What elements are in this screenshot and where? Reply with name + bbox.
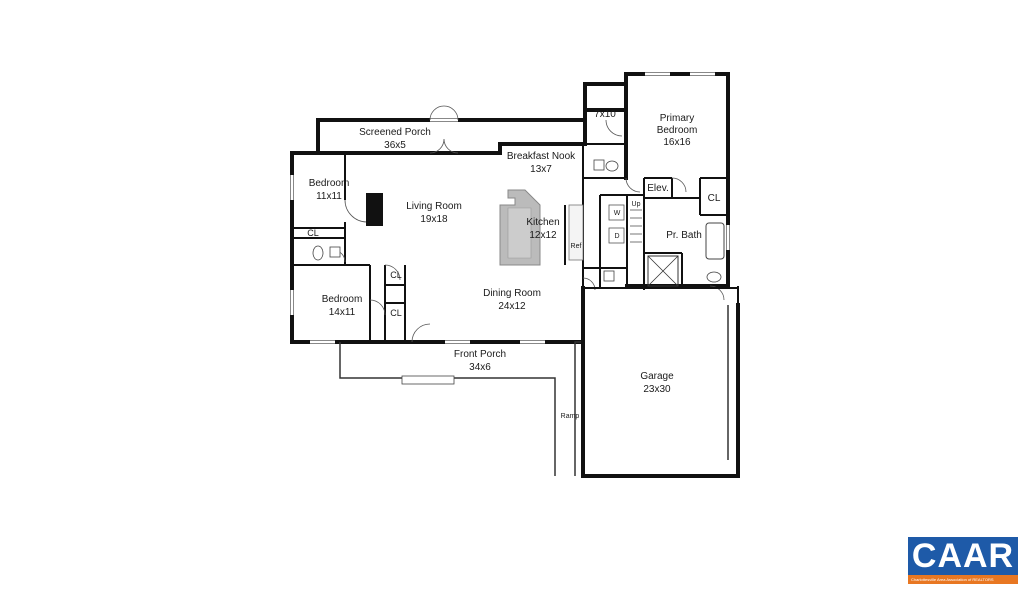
bedroom-1-size: 11x11 bbox=[316, 191, 342, 202]
caar-logo: CAAR Charlottesville Area Association of… bbox=[908, 537, 1018, 584]
breakfast-nook-name: Breakfast Nook bbox=[507, 151, 576, 162]
fireplace bbox=[366, 193, 383, 226]
kitchen-name: Kitchen bbox=[526, 217, 559, 228]
dryer bbox=[608, 227, 625, 244]
dining-room-name: Dining Room bbox=[483, 288, 541, 299]
bedroom-2-closet-label: CL bbox=[390, 308, 402, 318]
front-porch-size: 34x6 bbox=[469, 362, 491, 373]
elevator-shaft bbox=[647, 255, 679, 287]
ramp-label: Ramp bbox=[561, 413, 580, 420]
front-porch-name: Front Porch bbox=[454, 349, 506, 360]
primary-bedroom-size: 16x16 bbox=[663, 137, 691, 148]
doors bbox=[332, 105, 725, 343]
caar-logo-bar: Charlottesville Area Association of REAL… bbox=[908, 575, 1018, 584]
washer-label: W bbox=[614, 210, 621, 217]
front-porch-outline bbox=[339, 341, 583, 476]
garage-size: 23x30 bbox=[643, 384, 671, 395]
living-room-name: Living Room bbox=[406, 201, 462, 212]
pr-bath-label: Pr. Bath bbox=[666, 230, 702, 241]
stairs bbox=[630, 209, 642, 243]
exterior-walls bbox=[290, 72, 730, 344]
primary-bedroom-name-1: Primary bbox=[660, 113, 694, 124]
dining-room-size: 24x12 bbox=[498, 301, 526, 312]
dryer-label: D bbox=[614, 233, 619, 240]
bathtub bbox=[705, 222, 725, 260]
elevator-label: Elev. bbox=[647, 183, 669, 194]
small-room-size: 7x10 bbox=[594, 109, 616, 120]
bedroom-1-name: Bedroom bbox=[309, 178, 350, 189]
screened-porch-name: Screened Porch bbox=[359, 127, 431, 138]
screened-porch-size: 36x5 bbox=[384, 140, 406, 151]
kitchen-size: 12x12 bbox=[529, 230, 557, 241]
stairs-label: Up bbox=[632, 201, 641, 208]
kitchen-counter bbox=[568, 204, 584, 261]
bath-fixtures bbox=[312, 159, 722, 283]
living-room-size: 19x18 bbox=[420, 214, 448, 225]
fridge-label: Ref bbox=[571, 243, 582, 250]
primary-closet-label: CL bbox=[708, 193, 721, 204]
garage-walls bbox=[581, 286, 740, 478]
hall-closet-label: CL bbox=[390, 270, 402, 280]
breakfast-nook-size: 13x7 bbox=[530, 164, 552, 175]
primary-bedroom-name-2: Bedroom bbox=[657, 125, 698, 136]
garage-name: Garage bbox=[640, 371, 674, 382]
caar-logo-tagline: Charlottesville Area Association of REAL… bbox=[911, 577, 994, 582]
bedroom-2-size: 14x11 bbox=[329, 307, 356, 318]
bedroom-2-name: Bedroom bbox=[322, 294, 363, 305]
washer bbox=[608, 204, 625, 221]
interior-walls bbox=[292, 143, 728, 342]
bedroom-1-closet-label: CL bbox=[307, 228, 319, 238]
caar-logo-text: CAAR bbox=[911, 537, 1015, 575]
